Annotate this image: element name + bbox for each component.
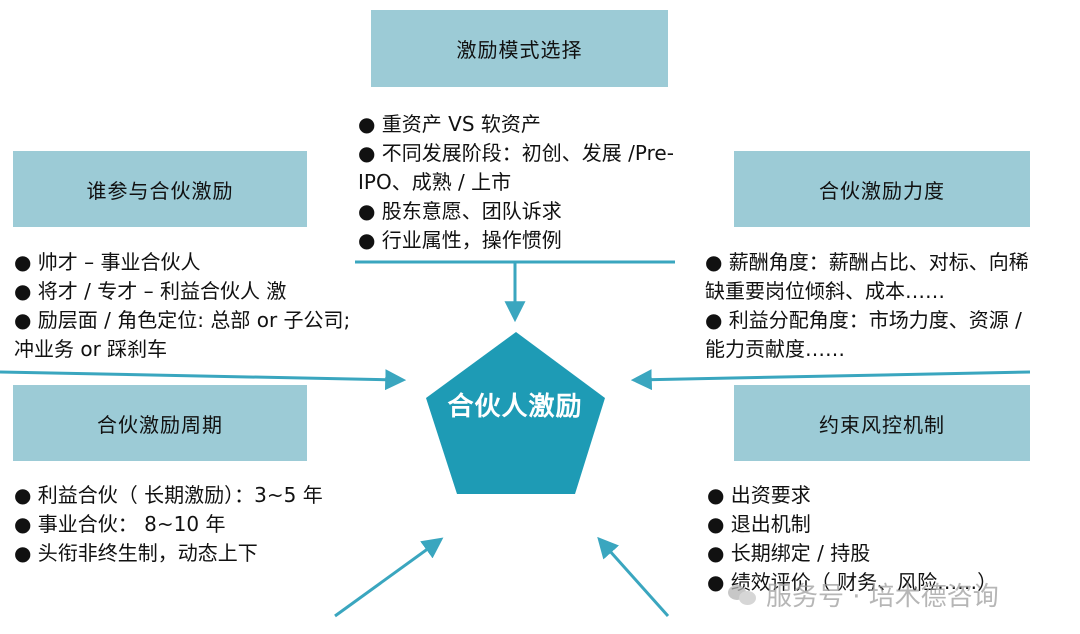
list-item: ● 事业合伙： 8~10 年 <box>14 512 226 536</box>
list-incentive-strength: ● 薪酬角度：薪酬占比、对标、向稀 缺重要岗位倾斜、成本…… ● 利益分配角度：… <box>705 248 1029 364</box>
list-item: ● 绩效评价（ 财务、风险……） <box>707 570 998 594</box>
list-item: IPO、成熟 / 上市 <box>358 170 512 194</box>
box-incentive-strength: 合伙激励力度 <box>734 151 1030 227</box>
bottom-left-arrow <box>334 537 444 618</box>
list-item: ● 重资产 VS 软资产 <box>358 112 541 136</box>
list-item: ● 利益合伙（ 长期激励）：3~5 年 <box>14 483 323 507</box>
list-incentive-cycle: ● 利益合伙（ 长期激励）：3~5 年 ● 事业合伙： 8~10 年 ● 头衔非… <box>14 481 323 568</box>
list-item: ● 利益分配角度：市场力度、资源 / <box>705 308 1022 332</box>
box-incentive-cycle: 合伙激励周期 <box>13 385 307 461</box>
list-item: ● 薪酬角度：薪酬占比、对标、向稀 <box>705 250 1029 274</box>
left-arrow <box>0 369 407 391</box>
list-risk-control: ● 出资要求 ● 退出机制 ● 长期绑定 / 持股 ● 绩效评价（ 财务、风险…… <box>707 481 997 597</box>
list-item: ● 股东意愿、团队诉求 <box>358 199 562 223</box>
list-item: ● 退出机制 <box>707 512 811 536</box>
right-arrow <box>630 369 1031 391</box>
box-who-participates: 谁参与合伙激励 <box>13 151 307 227</box>
bottom-right-arrow <box>597 536 670 618</box>
wechat-icon <box>728 583 758 607</box>
list-incentive-mode: ● 重资产 VS 软资产 ● 不同发展阶段：初创、发展 /Pre- IPO、成熟… <box>358 110 674 255</box>
list-item: ● 将才 / 专才 – 利益合伙人 激 <box>14 279 287 303</box>
list-item: 缺重要岗位倾斜、成本…… <box>705 279 945 303</box>
list-item: ● 出资要求 <box>707 483 811 507</box>
list-item: ● 长期绑定 / 持股 <box>707 541 871 565</box>
list-item: ● 帅才 – 事业合伙人 <box>14 250 201 274</box>
watermark: 服务号 · 培木德咨询 <box>728 576 999 613</box>
list-item: ● 头衔非终生制，动态上下 <box>14 541 258 565</box>
list-item: 冲业务 or 踩刹车 <box>14 337 168 361</box>
list-item: ● 励层面 / 角色定位: 总部 or 子公司; <box>14 308 351 332</box>
box-risk-control: 约束风控机制 <box>734 385 1030 461</box>
list-item: ● 不同发展阶段：初创、发展 /Pre- <box>358 141 674 165</box>
center-label: 合伙人激励 <box>447 392 583 422</box>
list-item: 能力贡献度…… <box>705 337 845 361</box>
watermark-text: 服务号 · 培木德咨询 <box>766 582 999 612</box>
center-pentagon <box>426 332 605 494</box>
box-incentive-mode: 激励模式选择 <box>371 10 668 87</box>
list-item: ● 行业属性，操作惯例 <box>358 228 562 252</box>
list-who-participates: ● 帅才 – 事业合伙人 ● 将才 / 专才 – 利益合伙人 激 ● 励层面 /… <box>14 248 350 364</box>
